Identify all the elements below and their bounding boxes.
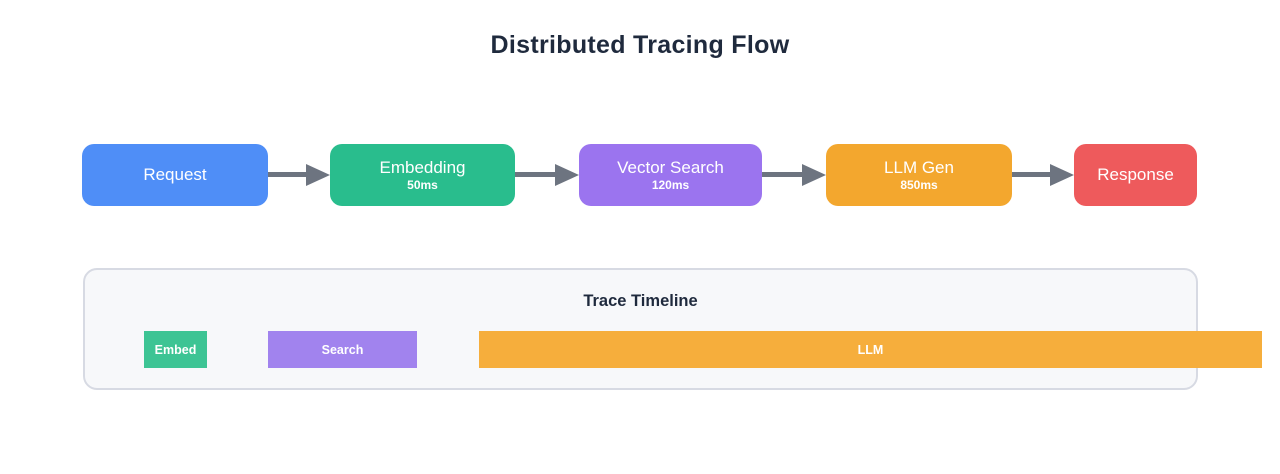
- flow-arrow-icon: [762, 164, 826, 186]
- flow-node-request: Request: [82, 144, 268, 206]
- node-duration: 850ms: [900, 178, 938, 193]
- node-label: Request: [143, 165, 207, 185]
- timeline-title: Trace Timeline: [583, 292, 698, 310]
- flow-node-response: Response: [1074, 144, 1197, 206]
- arrow-shaft: [268, 172, 310, 177]
- node-duration: 50ms: [407, 178, 438, 193]
- arrow-head-icon: [802, 164, 826, 186]
- arrow-shaft: [515, 172, 559, 177]
- arrow-head-icon: [555, 164, 579, 186]
- node-label: Response: [1097, 165, 1174, 185]
- page-title: Distributed Tracing Flow: [490, 31, 790, 59]
- arrow-head-icon: [1050, 164, 1074, 186]
- flow-node-vector-search: Vector Search 120ms: [579, 144, 762, 206]
- timeline-bar-label: Search: [321, 342, 364, 357]
- arrow-shaft: [1012, 172, 1054, 177]
- timeline-bar-embed: Embed: [144, 331, 207, 368]
- timeline-bar-label: Embed: [154, 342, 197, 357]
- flow-node-embedding: Embedding 50ms: [330, 144, 515, 206]
- arrow-head-icon: [306, 164, 330, 186]
- flow-node-llm-gen: LLM Gen 850ms: [826, 144, 1012, 206]
- trace-timeline-panel: Trace Timeline: [83, 268, 1198, 390]
- flow-arrow-icon: [268, 164, 330, 186]
- timeline-bar-search: Search: [268, 331, 417, 368]
- node-label: Vector Search: [617, 157, 724, 177]
- timeline-bar-llm: LLM: [479, 331, 1262, 368]
- flow-arrow-icon: [515, 164, 579, 186]
- node-label: LLM Gen: [884, 157, 954, 177]
- node-duration: 120ms: [651, 178, 690, 193]
- flow-arrow-icon: [1012, 164, 1074, 186]
- node-label: Embedding: [379, 157, 466, 177]
- timeline-bar-label: LLM: [857, 342, 884, 357]
- arrow-shaft: [762, 172, 806, 177]
